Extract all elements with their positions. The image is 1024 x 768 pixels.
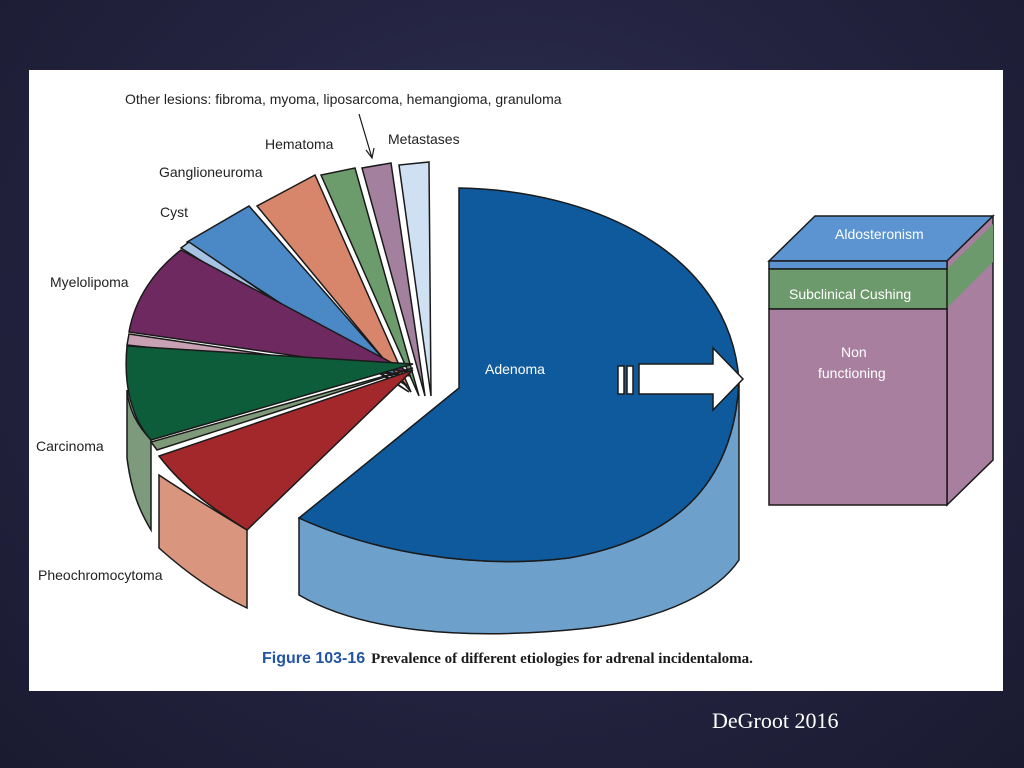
adenoma-breakdown-box: Aldosteronism Subclinical Cushing Non fu… [767, 214, 995, 507]
slice-label-carcinoma: Carcinoma [36, 438, 104, 454]
slice-small-sage [149, 367, 414, 451]
source-credit: DeGroot 2016 [712, 708, 839, 733]
slice-carcinoma [125, 345, 414, 441]
segment-aldosteronism [768, 260, 948, 270]
box-right-face-green [947, 224, 993, 308]
slice-pheochromocytoma [157, 369, 414, 531]
slice-side-carcinoma [126, 389, 152, 533]
arrow-icon [617, 346, 745, 412]
slice-other-lesions [398, 161, 432, 397]
slice-label-cyst: Cyst [160, 204, 188, 220]
figure-panel: Adenoma Aldosteronism Subclinical Cushin… [29, 70, 1003, 691]
figure-number: Figure 103-16 [262, 650, 366, 667]
slice-ganglioneuroma [255, 173, 412, 393]
figure-caption-text: Prevalence of different etiologies for a… [371, 651, 753, 667]
pie-chart: Adenoma Aldosteronism Subclinical Cushin… [36, 91, 995, 635]
slice-myelolipoma [128, 249, 410, 373]
slice-labels: Other lesions: fibroma, myoma, liposarco… [36, 91, 562, 583]
slice-side-pheochromocytoma [158, 473, 248, 610]
segment-non-functioning [768, 308, 948, 506]
slice-metastases [361, 162, 426, 397]
slice-label-hematoma: Hematoma [265, 136, 334, 152]
segment-label-non-functioning-line1: Non [841, 344, 867, 360]
slice-hematoma [319, 167, 420, 397]
slice-adenoma [297, 187, 740, 563]
pie-top-faces [125, 161, 740, 563]
segment-label-aldosteronism: Aldosteronism [835, 226, 924, 242]
slice-label-ganglioneuroma: Ganglioneuroma [159, 164, 263, 180]
slice-label-pheochromocytoma: Pheochromocytoma [38, 567, 163, 583]
slice-label-other-lesions: Other lesions: fibroma, myoma, liposarco… [125, 91, 562, 107]
metastases-pointer-arrow [358, 113, 375, 160]
slice-label-myelolipoma: Myelolipoma [50, 274, 129, 290]
slice-label-adenoma: Adenoma [485, 361, 545, 377]
segment-label-subclinical-cushing: Subclinical Cushing [789, 286, 911, 302]
segment-label-non-functioning-line2: functioning [818, 365, 886, 381]
figure-caption: Figure 103-16 Prevalence of different eti… [262, 650, 753, 668]
slice-label-metastases: Metastases [388, 131, 460, 147]
